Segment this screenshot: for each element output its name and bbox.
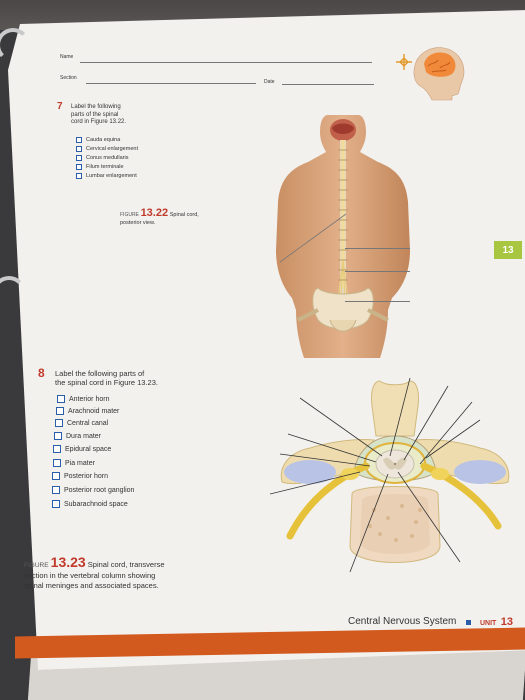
q7-item-label: Cauda equina <box>86 137 121 143</box>
q7-item-label: Lumbar enlargement <box>86 173 137 179</box>
question-8-prompt: Label the following parts of the spinal … <box>55 369 158 388</box>
footer-unit-number: 13 <box>500 616 514 628</box>
checkbox-icon[interactable] <box>76 137 82 143</box>
q8-item-label: Subarachnoid space <box>64 500 128 508</box>
footer-bullet-icon <box>466 620 471 625</box>
q8-checkbox-item[interactable]: Pia mater <box>53 459 95 467</box>
q8-checkbox-item[interactable]: Epidural space <box>53 445 111 453</box>
q7-item-label: Conus medullaris <box>86 155 129 161</box>
figure-caption-text: Spinal cord, transverse <box>87 560 165 569</box>
checkbox-icon[interactable] <box>52 500 60 508</box>
q8-item-label: Epidural space <box>65 445 112 453</box>
figure-word: FIGURE <box>120 212 139 218</box>
checkbox-icon[interactable] <box>53 445 61 453</box>
question-7-prompt-line: parts of the spinal <box>71 111 119 118</box>
q8-checkbox-item[interactable]: Posterior root ganglion <box>52 486 134 494</box>
figure-caption-text: Spinal cord, <box>169 212 199 218</box>
checkbox-icon[interactable] <box>56 407 64 415</box>
q8-item-label: Dura mater <box>66 432 102 440</box>
q8-checkbox-item[interactable]: Posterior horn <box>52 472 108 480</box>
q7-checkbox-item[interactable]: Conus medullaris <box>76 155 129 161</box>
spinal-cord-posterior-illustration <box>276 115 410 358</box>
footer-unit-word: UNIT <box>480 620 497 627</box>
q8-item-label: Pia mater <box>65 459 95 467</box>
section-line <box>86 83 256 84</box>
q8-checkbox-item[interactable]: Central canal <box>55 419 108 427</box>
figure-13-22-caption: FIGURE 13.22 Spinal cord, posterior view… <box>120 207 199 227</box>
q8-item-label: Posterior root ganglion <box>64 486 135 494</box>
question-8-prompt-line: Label the following parts of <box>55 369 145 378</box>
question-7-prompt-line: Label the following <box>71 104 121 110</box>
section-label: Section <box>60 75 77 81</box>
q7-checkbox-item[interactable]: Cauda equina <box>76 137 120 143</box>
q8-item-label: Central canal <box>67 419 109 427</box>
checkbox-icon[interactable] <box>52 486 60 494</box>
date-line <box>282 84 374 85</box>
checkbox-icon[interactable] <box>76 164 82 170</box>
question-7-prompt-line: cord in Figure 13.22. <box>71 119 127 125</box>
checkbox-icon[interactable] <box>53 459 61 467</box>
q7-checkbox-item[interactable]: Lumbar enlargement <box>76 173 137 179</box>
chapter-tab: 13 <box>494 241 522 259</box>
date-label: Date <box>264 79 275 85</box>
binder-ring-top <box>0 28 30 62</box>
question-8-prompt-line: the spinal cord in Figure 13.23. <box>55 378 158 388</box>
figure-caption-text: spinal meninges and associated spaces. <box>24 580 159 590</box>
checkbox-icon[interactable] <box>76 146 82 152</box>
footer-unit: UNIT 13 <box>480 612 513 630</box>
checkbox-icon[interactable] <box>76 155 82 161</box>
q8-checkbox-item[interactable]: Dura mater <box>54 432 101 440</box>
workbook-page <box>8 10 525 670</box>
checkbox-icon[interactable] <box>76 173 82 179</box>
name-line <box>80 62 372 63</box>
question-7-prompt: Label the following parts of the spinal … <box>71 104 126 127</box>
checkbox-icon[interactable] <box>55 419 63 427</box>
figure-13-23-caption: FIGURE 13.23 Spinal cord, transverse sec… <box>24 553 165 591</box>
label-leader-line <box>280 213 347 263</box>
question-7-number: 7 <box>57 101 63 112</box>
label-leader-line <box>345 301 410 302</box>
q8-item-label: Posterior horn <box>64 472 108 480</box>
checkbox-icon[interactable] <box>57 395 65 403</box>
q8-checkbox-item[interactable]: Anterior horn <box>57 395 109 403</box>
footer-chapter-title: Central Nervous System <box>348 616 457 627</box>
q8-item-label: Anterior horn <box>69 395 110 403</box>
question-8-number: 8 <box>38 366 45 380</box>
checkbox-icon[interactable] <box>54 432 62 440</box>
q8-checkbox-item[interactable]: Subarachnoid space <box>52 500 128 508</box>
q7-item-label: Cervical enlargement <box>86 146 138 152</box>
q8-item-label: Arachnoid mater <box>68 407 120 415</box>
figure-number: 13.23 <box>50 554 86 570</box>
spinal-cord-transverse-section-illustration <box>270 377 510 573</box>
figure-word: FIGURE <box>24 562 49 569</box>
label-leader-line <box>345 248 410 249</box>
figure-caption-text: section in the vertebral column showing <box>24 571 156 581</box>
q7-checkbox-item[interactable]: Cervical enlargement <box>76 146 138 152</box>
binder-ring-middle <box>0 276 26 310</box>
brain-head-icon <box>396 47 465 101</box>
figure-number: 13.22 <box>140 207 169 219</box>
q8-checkbox-item[interactable]: Arachnoid mater <box>56 407 119 415</box>
name-label: Name <box>60 54 74 60</box>
q7-checkbox-item[interactable]: Filum terminale <box>76 164 124 170</box>
q7-item-label: Filum terminale <box>86 164 124 170</box>
checkbox-icon[interactable] <box>52 472 60 480</box>
figure-caption-text: posterior view. <box>120 220 156 227</box>
label-leader-line <box>345 271 410 272</box>
